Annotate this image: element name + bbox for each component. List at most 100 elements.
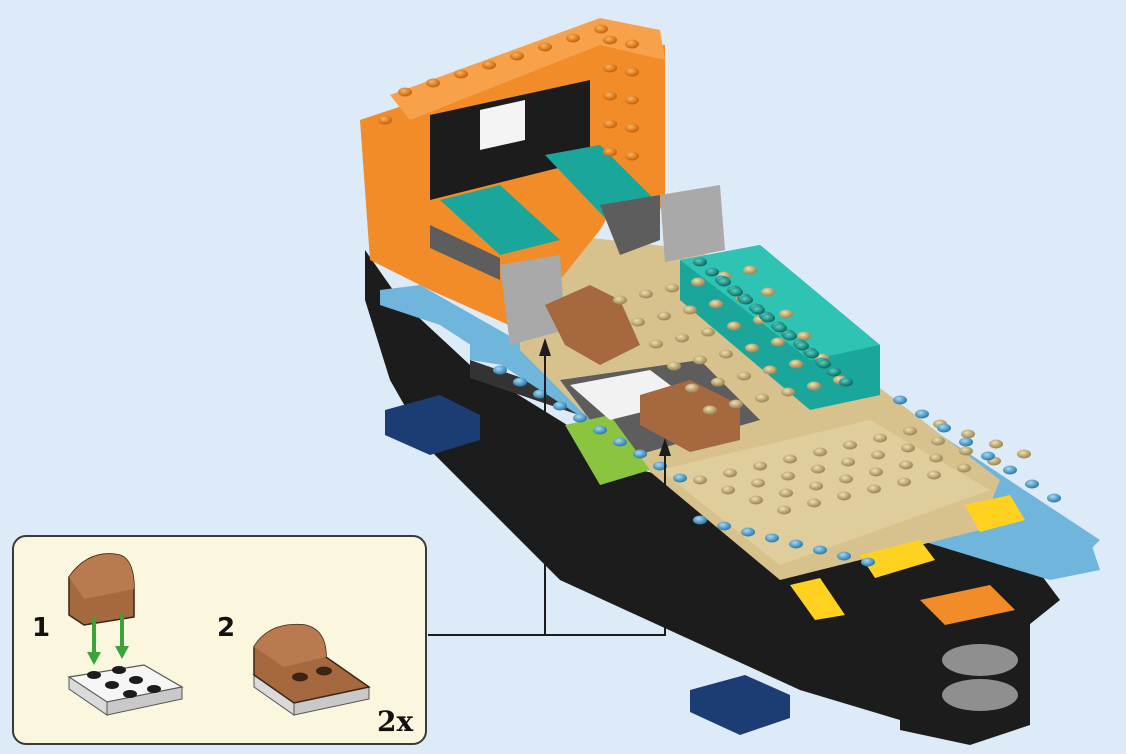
stud [685,383,699,393]
stud [781,387,795,397]
stud [667,361,681,371]
stud [1025,479,1039,489]
stud [603,63,617,73]
step-1-white-plate [67,664,184,716]
stud [719,349,733,359]
stud [693,257,707,267]
stud [1003,465,1017,475]
stud [533,389,547,399]
reddish-brown-seats [545,285,740,452]
stud [613,437,627,447]
stud [807,381,821,391]
stud [603,91,617,101]
stud [717,521,731,531]
stud [482,60,496,70]
stud [779,309,793,319]
stud [625,151,639,161]
stud [813,447,827,457]
stud [649,339,663,349]
engine-block [900,585,1030,745]
callout-illustration [67,553,371,716]
stud [729,399,743,409]
stud [493,365,507,375]
stud [454,69,468,79]
stud [765,533,779,543]
stud [749,495,763,505]
stud [795,341,809,351]
stud [426,78,440,88]
stud [805,349,819,359]
stud [603,119,617,129]
orange-cabin [360,18,665,330]
stud [739,295,753,305]
stud [843,440,857,450]
stud [753,461,767,471]
stud [625,39,639,49]
teal-beds [430,145,660,280]
stud [807,498,821,508]
stud [703,405,717,415]
stud [711,377,725,387]
stud [723,468,737,478]
stud [981,451,995,461]
stud [809,481,823,491]
stud [625,95,639,105]
stud [737,371,751,381]
stud [779,488,793,498]
stud [763,365,777,375]
stud [783,454,797,464]
stud [717,277,731,287]
green-arrow-icon [87,613,129,665]
stud [959,437,973,447]
stud [603,35,617,45]
stud [675,333,689,343]
stud [931,436,945,446]
sub-assembly-callout: 1 2 2x [12,535,427,745]
stud [781,471,795,481]
stud [653,461,667,471]
stud [553,401,567,411]
stud [1017,449,1031,459]
stud [897,477,911,487]
stud [761,287,775,297]
stud [899,460,913,470]
stud [633,449,647,459]
pointer-arrowhead [659,438,671,456]
studs [378,24,1061,567]
stud [773,323,787,333]
stud [566,33,580,43]
sub-step-1-number: 1 [32,613,51,643]
dark-blue-feet [385,395,790,735]
stud [989,439,1003,449]
stud [398,87,412,97]
stud [727,321,741,331]
stud [751,478,765,488]
stud [1047,493,1061,503]
stud [871,450,885,460]
yellow-tiles [790,495,1025,620]
stud [378,115,392,125]
stud [665,283,679,293]
stud [837,491,851,501]
stud [625,123,639,133]
stud [705,267,719,277]
gray-pillars [500,185,725,345]
sub-step-2-number: 2 [217,613,236,643]
stud [761,313,775,323]
stud [929,453,943,463]
stud [693,515,707,525]
stud [839,474,853,484]
stud [771,337,785,347]
quantity-label: 2x [377,705,414,738]
stud [513,377,527,387]
stud [721,485,735,495]
stud [573,413,587,423]
stud [538,42,552,52]
stud [867,484,881,494]
stud [839,377,853,387]
stud [673,473,687,483]
stud [837,551,851,561]
stud [639,289,653,299]
stud [893,395,907,405]
